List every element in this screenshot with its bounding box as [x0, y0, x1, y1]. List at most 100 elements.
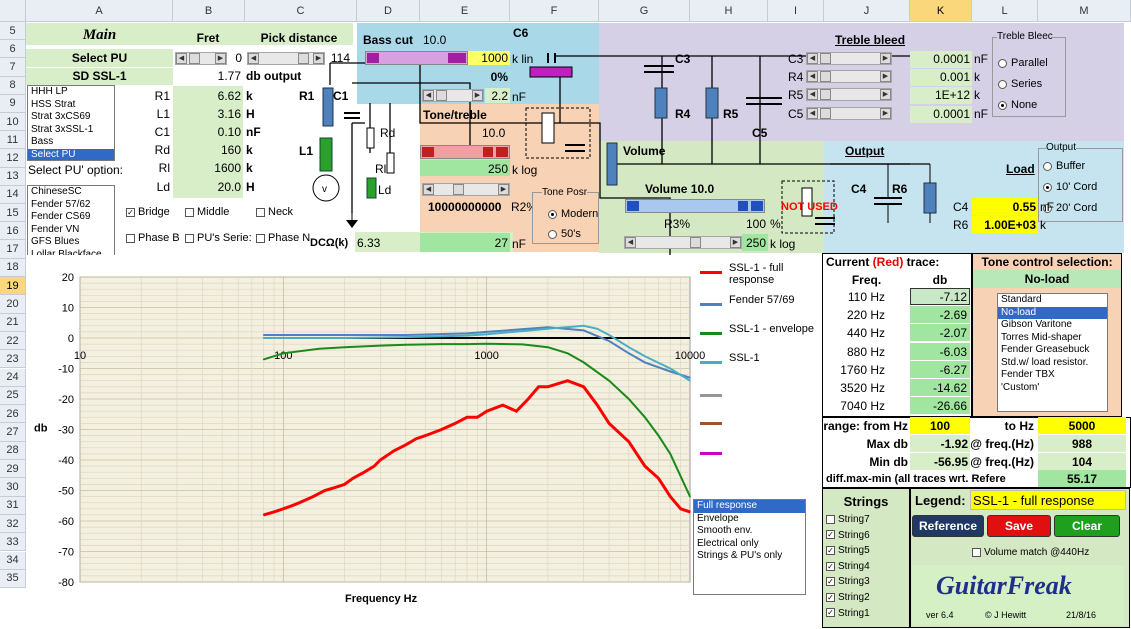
list-item[interactable]: ChineseSC: [31, 186, 82, 197]
row-header[interactable]: 10: [0, 113, 26, 132]
row-header[interactable]: 16: [0, 222, 26, 241]
row-header[interactable]: 20: [0, 295, 26, 314]
row-header[interactable]: 12: [0, 149, 26, 168]
string-option[interactable]: ✓String5: [826, 545, 870, 556]
save-button[interactable]: Save: [987, 515, 1051, 537]
row-header[interactable]: 19: [0, 277, 26, 296]
row-header[interactable]: 13: [0, 167, 26, 186]
radio-button[interactable]: [998, 100, 1007, 110]
list-item[interactable]: Electrical only: [697, 537, 759, 549]
bass-cut-slider[interactable]: [365, 51, 468, 65]
row-header[interactable]: 32: [0, 514, 26, 534]
radio-button[interactable]: [998, 58, 1007, 68]
row-header[interactable]: 8: [0, 76, 26, 95]
list-item[interactable]: HSS Strat: [31, 98, 76, 110]
column-header[interactable]: H: [690, 0, 768, 22]
list-item[interactable]: Strings & PU's only: [697, 550, 783, 561]
list-item[interactable]: 'Custom': [1001, 381, 1040, 393]
list-item[interactable]: Standard: [1001, 294, 1042, 305]
row-header[interactable]: 14: [0, 185, 26, 204]
list-item[interactable]: Fender TBX: [1001, 369, 1055, 380]
list-item[interactable]: Std.w/ load resistor.: [1001, 356, 1089, 368]
list-item[interactable]: Envelope: [697, 512, 739, 524]
treble-scrollbar[interactable]: ◀▶: [806, 52, 892, 65]
string-option[interactable]: ✓String1: [826, 608, 870, 619]
row-header[interactable]: 33: [0, 533, 26, 552]
row-header[interactable]: 24: [0, 368, 26, 387]
column-header[interactable]: C: [245, 0, 357, 22]
list-item[interactable]: Smooth env.: [697, 525, 753, 536]
row-header[interactable]: 30: [0, 478, 26, 497]
pu-option[interactable]: Middle: [185, 206, 229, 218]
string-option[interactable]: String7: [826, 514, 870, 525]
treble-scrollbar[interactable]: ◀▶: [806, 88, 892, 102]
row-header[interactable]: 34: [0, 551, 26, 570]
treble-scrollbar[interactable]: ◀▶: [806, 70, 892, 84]
pick-scrollbar[interactable]: ◀▶: [247, 52, 325, 65]
treble-scrollbar[interactable]: ◀▶: [806, 106, 892, 120]
option-checkbox[interactable]: [126, 233, 135, 243]
reference-button[interactable]: Reference: [912, 515, 984, 537]
list-item[interactable]: GFS Blues: [31, 236, 80, 247]
tone-pos-option[interactable]: 50's: [548, 228, 581, 240]
tone-pos-option[interactable]: Modern: [548, 208, 598, 220]
row-header[interactable]: 28: [0, 441, 26, 460]
treble-option[interactable]: Parallel: [998, 57, 1048, 69]
radio-button[interactable]: [1043, 203, 1052, 213]
tone-slider[interactable]: [420, 145, 510, 159]
row-header[interactable]: 22: [0, 331, 26, 351]
list-item[interactable]: Fender 57/62: [31, 198, 91, 210]
treble-option[interactable]: Series: [998, 78, 1042, 90]
list-item[interactable]: Fender Greasebuck: [1001, 344, 1090, 355]
row-header[interactable]: 27: [0, 423, 26, 442]
list-item[interactable]: Strat 3xSSL-1: [31, 123, 94, 135]
row-header[interactable]: 31: [0, 496, 26, 515]
string-checkbox[interactable]: ✓: [826, 592, 835, 602]
row-header[interactable]: 18: [0, 258, 26, 277]
column-header[interactable]: A: [26, 0, 173, 22]
pu-option[interactable]: Phase B: [126, 232, 180, 244]
radio-button[interactable]: [1043, 182, 1052, 192]
column-header[interactable]: E: [420, 0, 510, 22]
row-header[interactable]: 21: [0, 313, 26, 332]
column-header[interactable]: J: [824, 0, 910, 22]
output-option[interactable]: Buffer: [1043, 160, 1085, 172]
column-header[interactable]: B: [173, 0, 245, 22]
column-header[interactable]: G: [599, 0, 690, 22]
pu-option[interactable]: Phase N: [256, 232, 310, 244]
pu-option[interactable]: PU's Serie:: [185, 232, 252, 244]
string-checkbox[interactable]: ✓: [826, 546, 835, 556]
string-checkbox[interactable]: ✓: [826, 577, 835, 587]
output-option[interactable]: 20' Cord: [1043, 202, 1097, 214]
list-item[interactable]: Select PU: [28, 148, 114, 160]
row-header[interactable]: 7: [0, 58, 26, 77]
row-header[interactable]: 23: [0, 350, 26, 369]
string-checkbox[interactable]: ✓: [826, 608, 835, 618]
column-header[interactable]: I: [768, 0, 824, 22]
fret-scrollbar[interactable]: ◀▶: [175, 52, 227, 65]
string-option[interactable]: ✓String4: [826, 561, 870, 572]
radio-button[interactable]: [548, 209, 557, 219]
option-checkbox[interactable]: [256, 233, 265, 243]
output-option[interactable]: 10' Cord: [1043, 181, 1097, 193]
pu-option[interactable]: Neck: [256, 206, 293, 218]
list-item[interactable]: Strat 3xCS69: [31, 111, 91, 122]
radio-button[interactable]: [548, 229, 557, 239]
column-header[interactable]: D: [357, 0, 420, 22]
string-checkbox[interactable]: ✓: [826, 561, 835, 571]
list-item[interactable]: HHH LP: [31, 86, 68, 97]
treble-option[interactable]: None: [998, 99, 1037, 111]
list-item[interactable]: Gibson Varitone: [1001, 319, 1072, 330]
list-item[interactable]: Bass: [31, 136, 54, 147]
list-item[interactable]: Torres Mid-shaper: [1001, 331, 1082, 343]
row-header[interactable]: 17: [0, 240, 26, 259]
list-item[interactable]: Fender CS69: [31, 211, 91, 222]
volume-match-checkbox[interactable]: [972, 547, 981, 557]
row-header[interactable]: 25: [0, 386, 26, 406]
row-header[interactable]: 6: [0, 40, 26, 59]
clear-button[interactable]: Clear: [1054, 515, 1120, 537]
list-item[interactable]: Fender VN: [31, 223, 80, 235]
